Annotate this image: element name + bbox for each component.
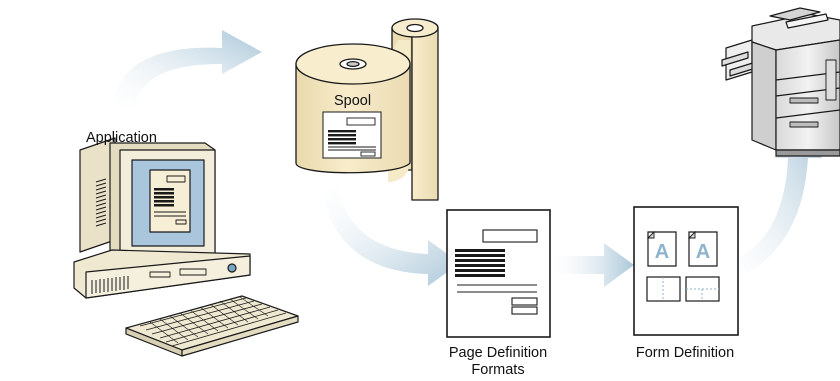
form-letter-a-1: A [655,241,669,263]
form-definition-icon: A A [633,206,739,336]
computer-icon [73,137,299,357]
arrow-spool-to-page-definition [322,185,460,286]
arrow-page-definition-to-form-definition [552,243,634,287]
form-definition-label: Form Definition [635,345,735,361]
form-letter-a-2: A [696,241,710,263]
printer-icon [721,7,840,157]
application-label: Application [86,130,157,146]
formats-label: Formats [471,362,525,378]
page-definition-label: Page Definition [448,345,548,361]
spool-roll-icon [295,18,439,201]
arrow-form-definition-to-printer [728,126,822,282]
document-icon [446,209,551,338]
spool-label: Spool [334,93,372,109]
arrow-application-to-spool [112,30,262,108]
